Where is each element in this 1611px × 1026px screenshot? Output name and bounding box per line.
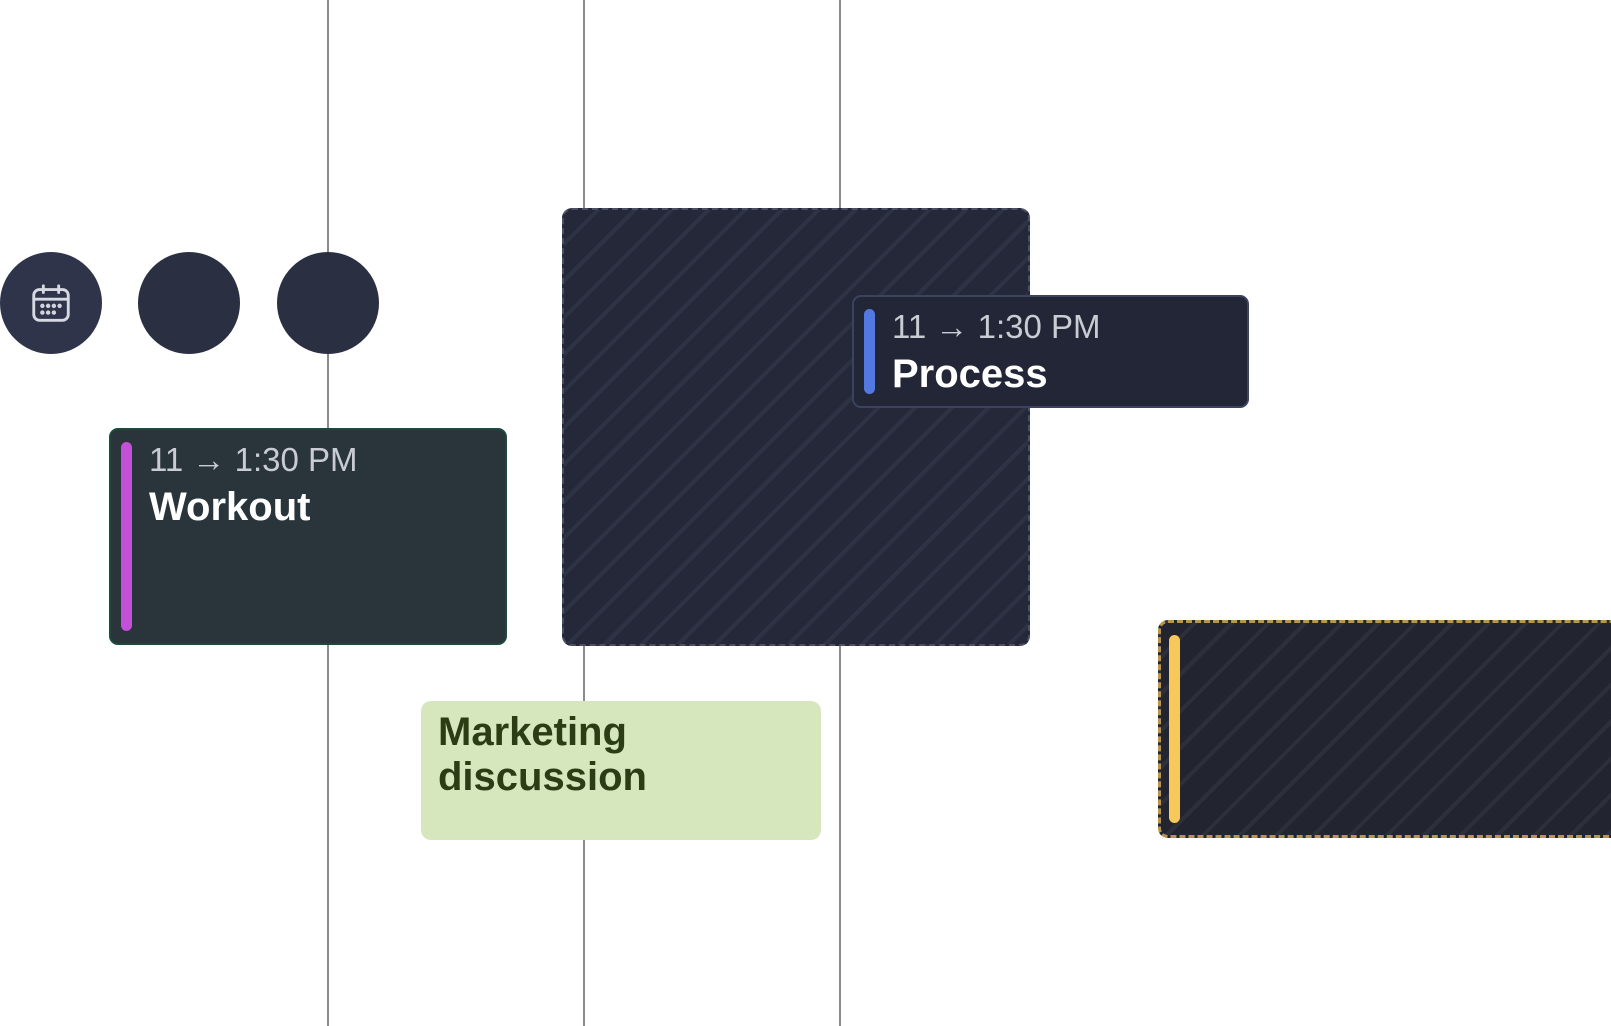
calendar-icon xyxy=(32,284,70,322)
event-color-bar xyxy=(1169,635,1180,823)
circle-button-2[interactable] xyxy=(138,252,240,354)
event-title: Workout xyxy=(149,485,311,529)
event-color-bar xyxy=(864,309,875,394)
event-color-bar xyxy=(121,442,132,631)
event-title: Process xyxy=(892,352,1048,396)
event-marketing-discussion[interactable]: Marketing discussion xyxy=(421,701,821,840)
event-process[interactable]: 11 → 1:30 PM Process xyxy=(852,295,1249,408)
event-title: Marketing discussion xyxy=(438,710,647,799)
circle-button-3[interactable] xyxy=(277,252,379,354)
event-time: 11 → 1:30 PM xyxy=(149,441,358,478)
event-workout[interactable]: 11 → 1:30 PM Workout xyxy=(109,428,507,645)
blocked-time-block[interactable] xyxy=(562,208,1030,646)
event-time: 11 → 1:30 PM xyxy=(892,308,1101,345)
calendar-button[interactable] xyxy=(0,252,102,354)
pending-event-block[interactable] xyxy=(1158,620,1611,838)
